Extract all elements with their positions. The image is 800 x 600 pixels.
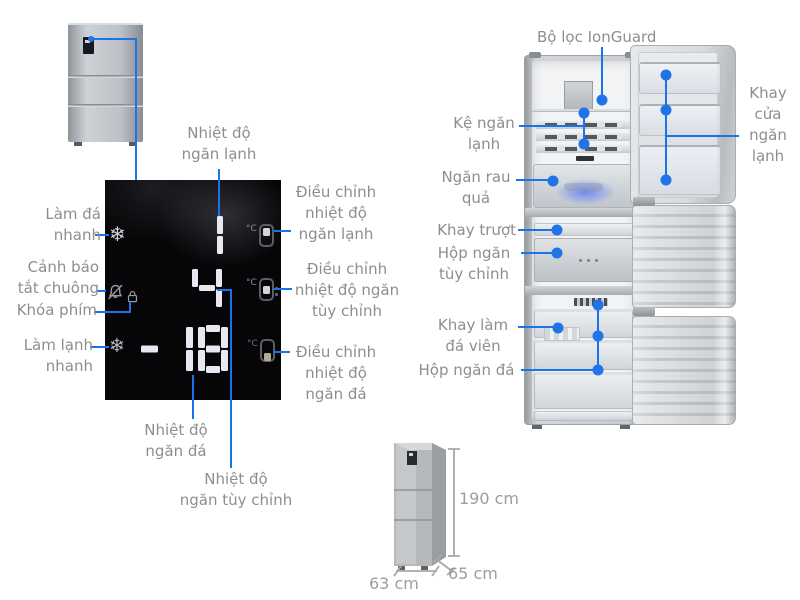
freezer-temp-control-icon: °C: [247, 339, 275, 362]
freezer-drawer: [534, 372, 633, 409]
label-adjust-freezer-temp: Điều chỉnh nhiệt độ ngăn đá: [295, 343, 377, 403]
door-tray: [639, 145, 721, 195]
freezer-drawer: [534, 411, 633, 421]
fridge-shelf: [536, 121, 631, 129]
label-fast-cool: Làm lạnh nhanh: [23, 336, 93, 375]
label-width-dimension: 63 cm: [369, 574, 419, 593]
closed-fridge-thumbnail: [68, 23, 143, 146]
fridge-foot: [620, 423, 630, 429]
air-vent: [576, 156, 594, 161]
label-veg-drawer: Ngăn rau quả: [441, 168, 511, 207]
vegetable-drawer: [533, 164, 634, 208]
key-lock-icon: [127, 290, 138, 303]
fridge-display-thumbnail: [83, 37, 94, 54]
label-custom-temp: Nhiệt độ ngăn tùy chỉnh: [179, 470, 293, 509]
fridge-shelf: [536, 133, 631, 141]
label-key-lock: Khóa phím: [16, 301, 97, 319]
alarm-mute-icon: [108, 284, 123, 300]
label-depth-dimension: 65 cm: [448, 564, 498, 583]
label-freezer-temp: Nhiệt độ ngăn đá: [144, 421, 208, 460]
label-ice-tray: Khay làm đá viên: [437, 316, 509, 355]
label-slide-tray: Khay trượt: [437, 221, 516, 239]
fridge-door-bottom: [632, 316, 736, 425]
door-gap: [68, 104, 143, 107]
hinge-cap: [529, 52, 541, 58]
open-fridge-cabinet: [524, 52, 644, 425]
fast-ice-icon: ❄: [109, 222, 126, 246]
cabinet-divider: [525, 208, 644, 217]
door-tray: [639, 104, 721, 136]
label-alarm-mute: Cảnh báo tắt chuông: [17, 258, 99, 297]
label-fridge-shelf: Kệ ngăn lạnh: [453, 114, 515, 153]
label-fast-ice: Làm đá nhanh: [45, 205, 101, 244]
celsius-unit: °C: [246, 278, 257, 288]
door-tray: [639, 62, 721, 94]
fridge-shelf: [532, 109, 635, 112]
label-ion-filter: Bộ lọc IonGuard: [537, 28, 657, 46]
fridge-shelf: [536, 145, 631, 153]
fast-cool-icon: ❄: [109, 335, 125, 357]
label-fridge-temp: Nhiệt độ ngăn lạnh: [181, 124, 257, 163]
label-adjust-fridge-temp: Điều chỉnh nhiệt độ ngăn lạnh: [295, 183, 377, 243]
label-door-tray: Khay cửa ngăn lạnh: [749, 84, 787, 165]
fridge-door-middle: [632, 205, 736, 308]
fridge-temp-control-icon: °C: [246, 224, 274, 247]
freezer-vent: [574, 298, 608, 306]
celsius-unit: °C: [247, 339, 258, 349]
fridge-foot: [129, 142, 137, 146]
fridge-foot: [74, 142, 82, 146]
ice-cube-tray: [544, 327, 580, 341]
dimension-fridge: [394, 443, 446, 570]
fridge-interior: [532, 61, 635, 421]
door-hinge: [633, 307, 655, 316]
label-freezer-box: Hộp ngăn đá: [418, 361, 515, 379]
custom-temp-display: [192, 269, 222, 307]
fridge-temp-display: [217, 216, 223, 254]
cabinet-divider: [525, 286, 644, 295]
control-panel: ❄ ❄ °C °C °C: [105, 180, 281, 400]
freezer-drawer: [534, 340, 633, 370]
fridge-door-top: [630, 45, 736, 204]
ionguard-filter: [564, 81, 593, 111]
fridge-foot: [532, 423, 542, 429]
custom-compartment-box: [534, 238, 633, 282]
celsius-unit: °C: [246, 224, 257, 234]
custom-temp-control-icon: °C: [246, 278, 278, 301]
door-gap: [68, 75, 143, 78]
label-adjust-custom-temp: Điều chỉnh nhiệt độ ngăn tùy chỉnh: [294, 260, 400, 320]
slide-tray: [534, 223, 633, 236]
door-hinge: [633, 197, 655, 206]
freezer-temp-display: [141, 325, 228, 373]
label-custom-box: Hộp ngăn tùy chỉnh: [437, 244, 511, 283]
label-height-dimension: 190 cm: [459, 489, 520, 508]
